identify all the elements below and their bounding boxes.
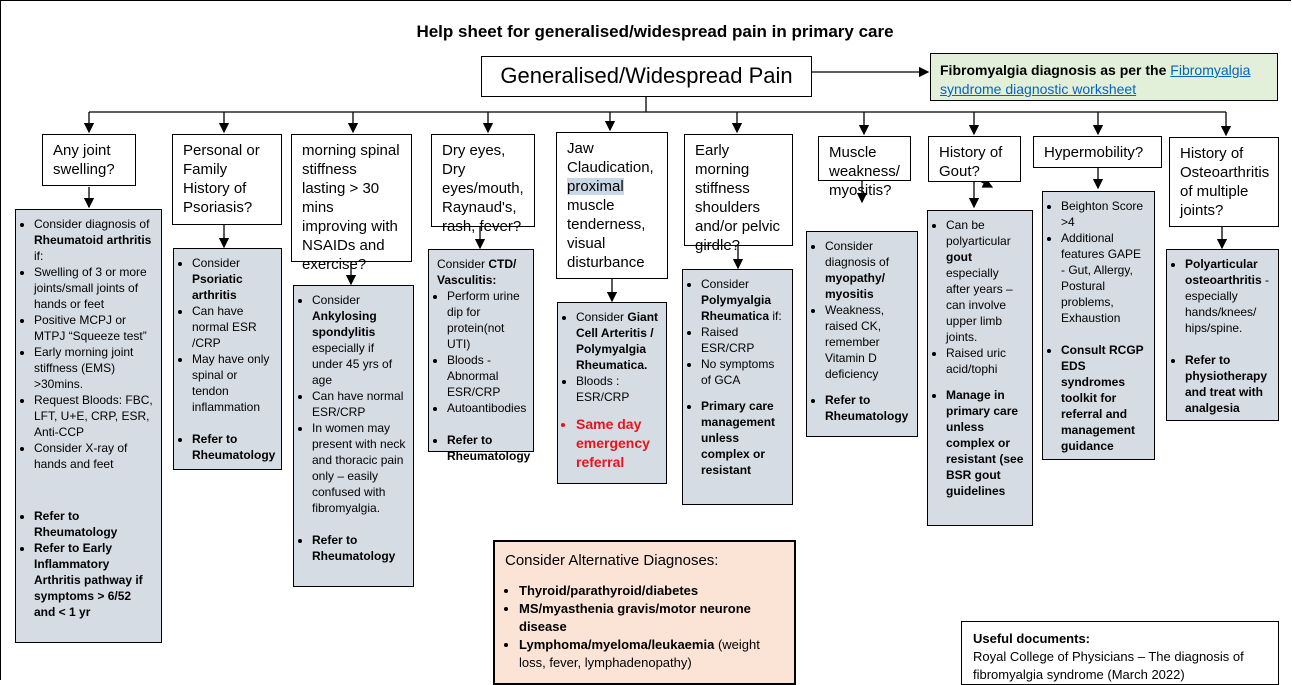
detail-polymyalgia-rheumatica: Consider Polymyalgia Rheumatica if: Rais… xyxy=(682,269,793,505)
b1-item-stiffness: Early morning joint stiffness (EMS) >30m… xyxy=(34,344,155,392)
b6-item-primary-care: Primary care management unless complex o… xyxy=(701,398,786,478)
alt-item-thyroid: Thyroid/parathyroid/diabetes xyxy=(519,582,784,600)
fibro-worksheet-link[interactable]: Fibromyalgia syndrome diagnostic workshe… xyxy=(940,62,1251,97)
question-gout: History of Gout? xyxy=(928,136,1021,182)
b4-item-bloods: Bloods - Abnormal ESR/CRP xyxy=(447,352,527,400)
b1-item-diagnosis: Consider diagnosis of Rheumatoid arthrit… xyxy=(34,216,155,264)
b7-item-refer: Refer to Rheumatology xyxy=(825,392,911,424)
fibro-text: Fibromyalgia diagnosis as per the xyxy=(940,62,1171,78)
b6-item-consider: Consider Polymyalgia Rheumatica if: xyxy=(701,276,786,324)
b7-item-weakness: Weakness, raised CK, remember Vitamin D … xyxy=(825,302,911,382)
question-joint-swelling: Any joint swelling? xyxy=(42,134,136,186)
b2-item-esr: Can have normal ESR /CRP xyxy=(192,303,275,351)
alt-item-ms: MS/myasthenia gravis/motor neurone disea… xyxy=(519,600,784,636)
b3-item-women: In women may present with neck and thora… xyxy=(312,420,407,516)
detail-giant-cell-arteritis: Consider Giant Cell Arteritis / Polymyal… xyxy=(557,302,667,484)
detail-ankylosing-spondylitis: Consider Ankylosing spondylitis especial… xyxy=(293,285,414,587)
fibromyalgia-node: Fibromyalgia diagnosis as per the Fibrom… xyxy=(930,53,1278,101)
question-muscle-weakness: Muscle weakness/ myositis? xyxy=(818,136,911,199)
q5-text-a: Jaw Claudication, xyxy=(567,140,654,176)
b5-item-bloods: Bloods : ESR/CRP xyxy=(576,373,660,405)
detail-ctd-vasculitis: Consider CTD/ Vasculitis: Perform urine … xyxy=(428,249,534,463)
question-osteoarthritis: History of Osteoarthritis of multiple jo… xyxy=(1169,137,1279,227)
q5-text-b: muscle tenderness, visual disturbance xyxy=(567,197,646,271)
detail-rheumatoid-arthritis: Consider diagnosis of Rheumatoid arthrit… xyxy=(15,209,162,643)
b1-item-squeeze: Positive MCPJ or MTPJ “Squeeze test” xyxy=(34,312,155,344)
b7-item-consider: Consider diagnosis of myopathy/ myositis xyxy=(825,238,911,302)
b3-item-consider: Consider Ankylosing spondylitis especial… xyxy=(312,292,407,388)
useful-rcp-document[interactable]: Royal College of Physicians – The diagno… xyxy=(973,649,1244,682)
useful-documents: Useful documents: Royal College of Physi… xyxy=(961,621,1279,685)
b8-item-manage: Manage in primary care unless complex or… xyxy=(946,387,1026,499)
b8-item-uric-acid: Raised uric acid/tophi xyxy=(946,345,1026,377)
b8-item-polyarticular: Can be polyarticular gout especially aft… xyxy=(946,217,1026,345)
question-dry-eyes: Dry eyes, Dry eyes/mouth, Raynaud's, ras… xyxy=(431,134,535,235)
b6-item-esr: Raised ESR/CRP xyxy=(701,324,786,356)
b6-item-gca: No symptoms of GCA xyxy=(701,356,786,388)
b9-item-gape: Additional features GAPE - Gut, Allergy,… xyxy=(1061,230,1148,326)
question-psoriasis: Personal or Family History of Psoriasis? xyxy=(172,134,282,225)
b4-heading: Consider CTD/ Vasculitis: xyxy=(437,257,517,287)
root-node: Generalised/Widespread Pain xyxy=(481,56,812,97)
b4-item-autoantibodies: Autoantibodies xyxy=(447,400,527,416)
b9-item-beighton: Beighton Score >4 xyxy=(1061,198,1148,230)
b10-item-polyarticular: Polyarticular osteoarthritis - especiall… xyxy=(1185,256,1272,336)
b3-item-refer: Refer to Rheumatology xyxy=(312,532,407,564)
q5-highlight: proximal xyxy=(567,178,624,195)
alt-item-lymphoma: Lymphoma/myeloma/leukaemia (weight loss,… xyxy=(519,636,784,672)
alt-heading: Consider Alternative Diagnoses: xyxy=(505,552,719,569)
question-jaw-claudication: Jaw Claudication, proximal muscle tender… xyxy=(556,132,668,279)
b1-item-xray: Consider X-ray of hands and feet xyxy=(34,440,155,472)
b2-item-consider: Consider Psoriatic arthritis xyxy=(192,255,275,303)
detail-hypermobility: Beighton Score >4 Additional features GA… xyxy=(1042,191,1155,460)
b9-item-rcgp: Consult RCGP EDS syndromes toolkit for r… xyxy=(1061,342,1148,454)
useful-heading: Useful documents: xyxy=(973,631,1091,646)
page-title: Help sheet for generalised/widespread pa… xyxy=(416,22,894,41)
question-early-morning-stiffness: Early morning stiffness shoulders and/or… xyxy=(684,134,793,254)
alternative-diagnoses: Consider Alternative Diagnoses: Thyroid/… xyxy=(493,540,796,685)
b1-item-early-pathway: Refer to Early Inflammatory Arthritis pa… xyxy=(34,540,155,620)
b5-item-emergency: Same day emergency referral xyxy=(576,415,660,472)
b2-item-refer: Refer to Rheumatology xyxy=(192,431,275,463)
b4-item-refer: Refer to Rheumatology xyxy=(447,432,530,464)
b1-item-bloods: Request Bloods: FBC, LFT, U+E, CRP, ESR,… xyxy=(34,392,155,440)
b2-item-spinal: May have only spinal or tendon inflammat… xyxy=(192,351,275,415)
b3-item-esr: Can have normal ESR/CRP xyxy=(312,388,407,420)
b5-item-consider: Consider Giant Cell Arteritis / Polymyal… xyxy=(576,309,660,373)
detail-osteoarthritis: Polyarticular osteoarthritis - especiall… xyxy=(1166,249,1279,421)
detail-gout: Can be polyarticular gout especially aft… xyxy=(927,210,1033,526)
question-morning-stiffness: morning spinal stiffness lasting > 30 mi… xyxy=(291,134,412,273)
b1-item-swelling: Swelling of 3 or more joints/small joint… xyxy=(34,264,155,312)
detail-psoriatic-arthritis: Consider Psoriatic arthritis Can have no… xyxy=(173,248,282,470)
b10-item-refer: Refer to physiotherapy and treat with an… xyxy=(1185,352,1272,416)
detail-myopathy: Consider diagnosis of myopathy/ myositis… xyxy=(806,231,918,437)
b4-item-urine: Perform urine dip for protein(not UTI) xyxy=(447,288,527,352)
b1-item-refer: Refer to Rheumatology xyxy=(34,508,155,540)
question-hypermobility: Hypermobility? xyxy=(1033,136,1162,168)
